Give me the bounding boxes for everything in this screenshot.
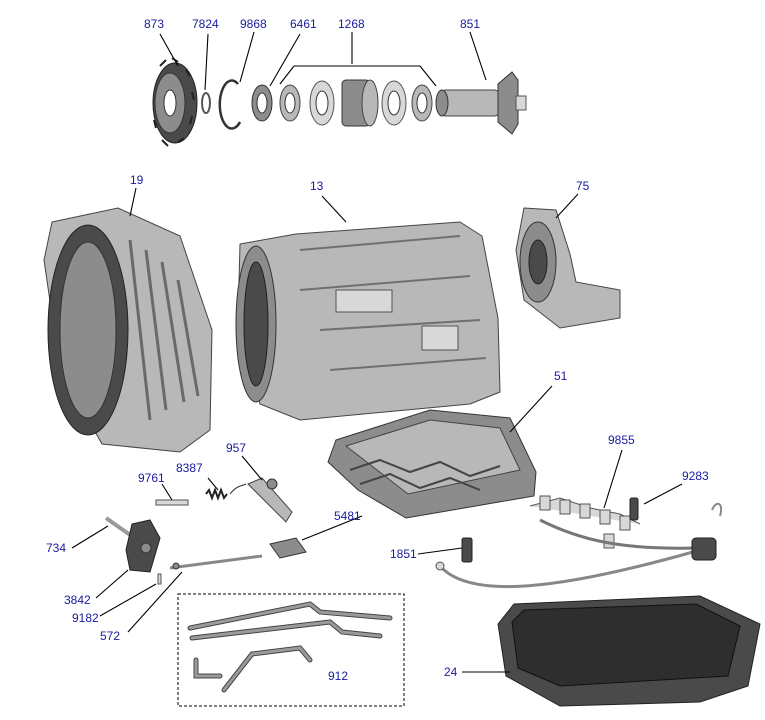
callout-957: 957 <box>226 441 246 455</box>
callout-24: 24 <box>444 665 458 679</box>
part-873-gear <box>152 57 198 147</box>
part-19-bell-housing <box>43 207 213 453</box>
part-8387-spring <box>205 483 247 501</box>
callout-8387: 8387 <box>176 461 203 475</box>
leader-lines <box>71 31 683 673</box>
part-572-rod <box>169 554 263 570</box>
callout-13: 13 <box>310 179 324 193</box>
part-9855-wiring-harness <box>435 495 717 589</box>
callout-572: 572 <box>100 629 120 643</box>
callout-6461: 6461 <box>290 17 317 31</box>
callout-873: 873 <box>144 17 164 31</box>
part-9761-pin <box>155 499 189 506</box>
callout-9855: 9855 <box>608 433 635 447</box>
part-3842-manual-lever <box>125 519 161 573</box>
callout-9283: 9283 <box>682 469 709 483</box>
part-13-transmission-case <box>235 221 501 421</box>
part-6461-bearing-race <box>251 84 273 122</box>
callout-3842: 3842 <box>64 593 91 607</box>
callout-9182: 9182 <box>72 611 99 625</box>
callout-75: 75 <box>576 179 590 193</box>
part-9283-sensor <box>629 497 722 521</box>
part-912-tube-group <box>177 593 405 707</box>
part-9868-retaining-ring <box>218 79 242 130</box>
callout-1851: 1851 <box>390 547 417 561</box>
part-1268-bearing-set <box>279 79 433 127</box>
part-75-extension-housing <box>515 207 621 329</box>
callout-851: 851 <box>460 17 480 31</box>
callout-5481: 5481 <box>334 509 361 523</box>
part-1851-solenoid <box>461 537 473 563</box>
callout-734: 734 <box>46 541 66 555</box>
callout-7824: 7824 <box>192 17 219 31</box>
part-5481-bracket <box>269 537 307 559</box>
callout-9868: 9868 <box>240 17 267 31</box>
callout-9761: 9761 <box>138 471 165 485</box>
callout-labels: 873 7824 9868 6461 1268 851 19 13 75 51 … <box>46 17 709 683</box>
part-9182-clip <box>157 573 162 585</box>
callout-19: 19 <box>130 173 144 187</box>
part-24-oil-pan <box>497 595 761 707</box>
part-7824-snap-ring <box>201 92 211 114</box>
callout-51: 51 <box>554 369 568 383</box>
callout-912: 912 <box>328 669 348 683</box>
part-851-output-shaft <box>435 71 527 135</box>
part-957-lever <box>247 477 293 523</box>
callout-1268: 1268 <box>338 17 365 31</box>
part-51-valve-body <box>327 409 537 519</box>
